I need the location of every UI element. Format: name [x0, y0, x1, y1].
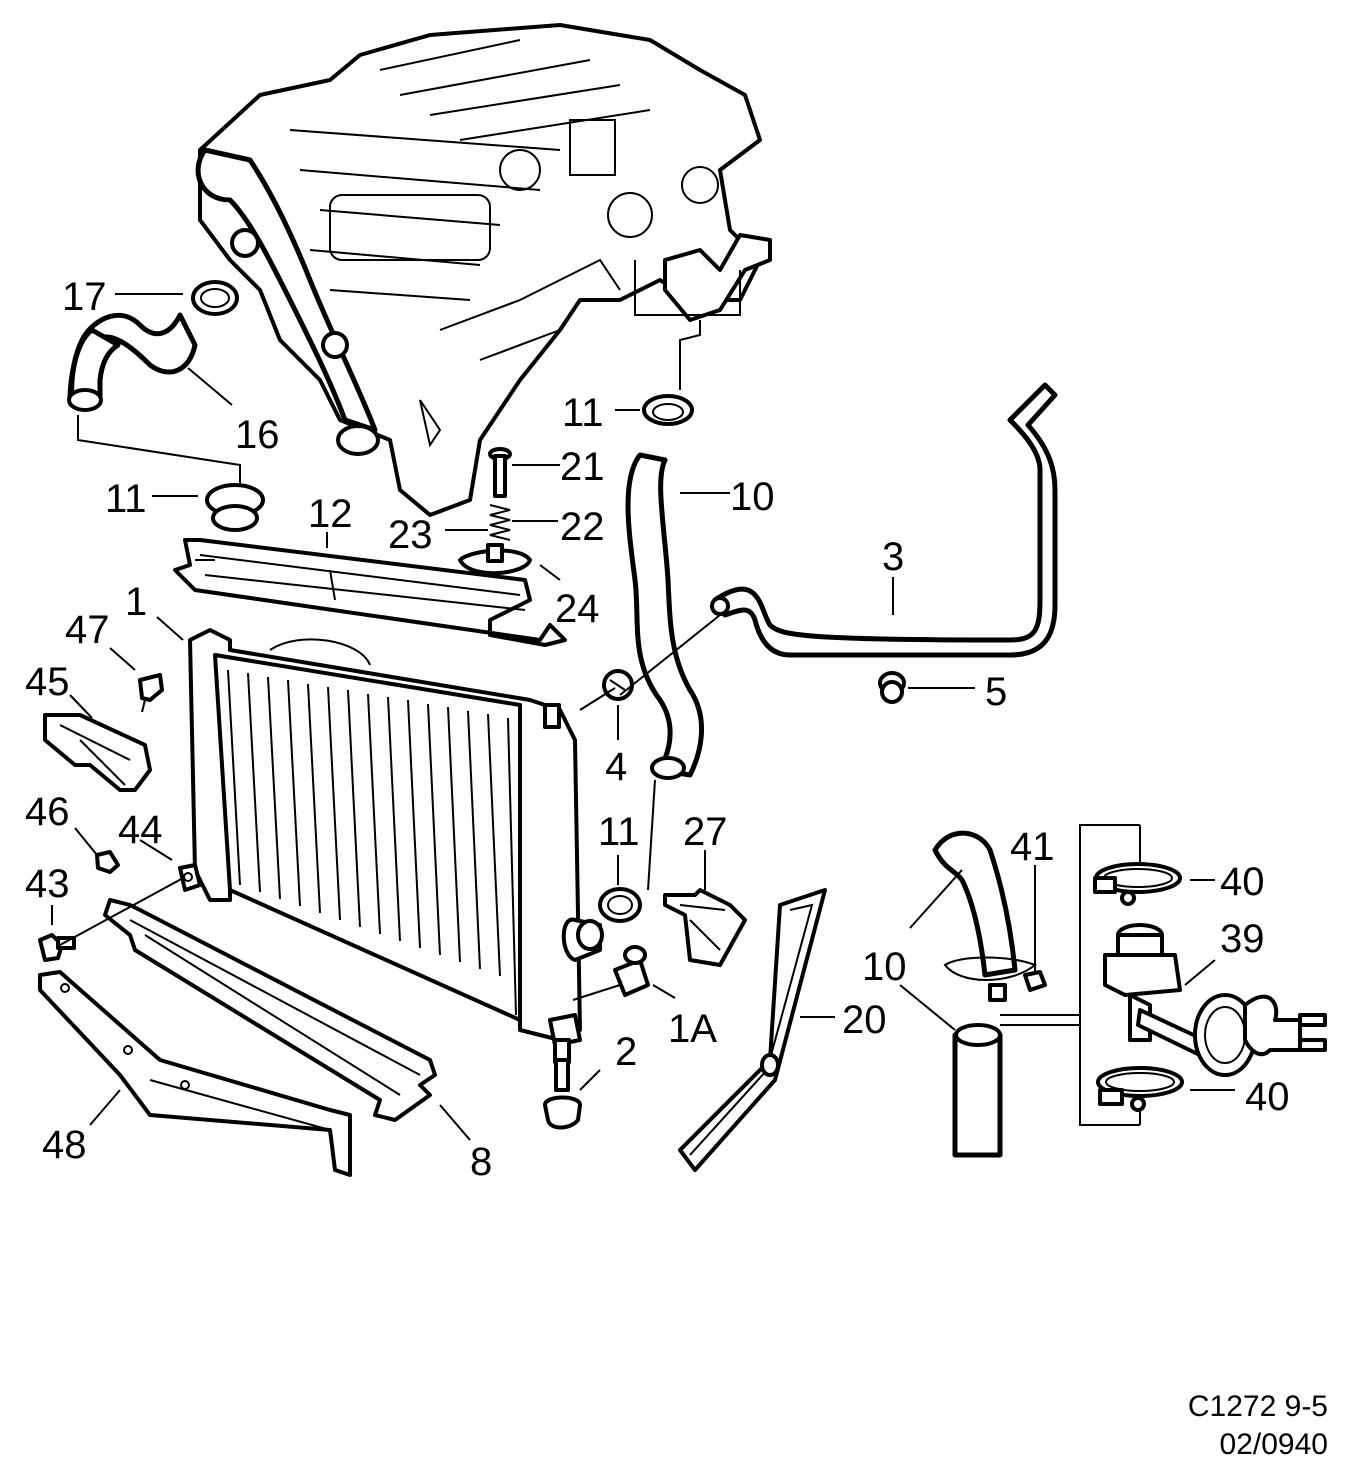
label-43: 43: [25, 862, 70, 906]
label-21: 21: [560, 445, 605, 489]
clamp-11-lower-drawing: [598, 887, 642, 923]
deflector-20-drawing: [678, 888, 827, 1172]
diagram-date: 02/0940: [1219, 1428, 1328, 1461]
label-1: 1: [125, 580, 147, 624]
crossmember-8-drawing: [103, 898, 437, 1122]
label-48: 48: [42, 1123, 87, 1167]
hose-16-drawing: [67, 312, 241, 485]
label-20: 20: [842, 998, 887, 1042]
clamp-40-upper-drawing: [1093, 862, 1182, 906]
clamp-17-drawing: [191, 280, 239, 316]
label-8: 8: [470, 1140, 492, 1184]
label-23: 23: [388, 513, 433, 557]
label-41: 41: [1010, 825, 1055, 869]
label-45: 45: [25, 660, 70, 704]
radiator-1-drawing: [188, 628, 604, 1064]
bracket-24-drawing: [458, 543, 532, 576]
label-22: 22: [560, 505, 605, 549]
clip-47-drawing: [138, 673, 164, 713]
bracket-48-drawing: [38, 970, 352, 1177]
pipe-3-drawing: [619, 382, 1058, 696]
diagram-code: C1272 9-5: [1187, 1390, 1328, 1423]
label-3: 3: [882, 535, 904, 579]
clamp-11-upper-drawing: [642, 394, 694, 426]
clamp-41-drawing: [988, 970, 1047, 1002]
label-16: 16: [235, 413, 280, 457]
leader-lines: [51, 293, 1235, 1141]
label-2: 2: [615, 1030, 637, 1074]
label-11-upper: 11: [562, 391, 604, 435]
nut-44-drawing: [178, 863, 202, 892]
label-40-upper: 40: [1220, 860, 1265, 904]
clamp-40-lower-drawing: [1096, 1066, 1184, 1112]
label-27: 27: [683, 810, 728, 854]
fitting-39-drawing: [1103, 923, 1327, 1077]
hose-10-detail-drawing: [932, 830, 1037, 1158]
shroud-12-drawing: [173, 538, 567, 647]
clamp-5-drawing: [878, 671, 906, 704]
bracket-27-drawing: [663, 888, 747, 967]
label-10-lower: 10: [862, 945, 907, 989]
engine-drawing: [195, 23, 772, 517]
label-40-lower: 40: [1245, 1075, 1290, 1119]
drain-plug-1a-drawing: [613, 945, 650, 997]
label-10-upper: 10: [730, 475, 775, 519]
label-4: 4: [605, 745, 627, 789]
bolt-21-drawing: [488, 447, 512, 498]
clip-46-drawing: [95, 850, 120, 874]
label-46: 46: [25, 790, 70, 834]
label-11-lower: 11: [598, 810, 640, 854]
label-12: 12: [308, 492, 353, 536]
label-47: 47: [65, 608, 110, 652]
label-1a: 1A: [668, 1007, 717, 1051]
hose-10-upper-drawing: [625, 452, 705, 891]
label-5: 5: [985, 670, 1007, 714]
bracket-45-drawing: [43, 713, 152, 792]
label-24: 24: [555, 587, 600, 631]
label-17: 17: [62, 275, 107, 319]
clamp-11-left-drawing: [205, 483, 265, 532]
part-labels: 17 16 11 11 21 10 12 23 22 3 1 24 47 45 …: [25, 275, 1290, 1184]
bolt-43-drawing: [38, 933, 76, 962]
clamp-4-drawing: [602, 669, 634, 701]
label-44: 44: [118, 808, 163, 852]
label-11-left: 11: [105, 477, 147, 521]
mount-2-drawing: [543, 1058, 582, 1130]
label-39: 39: [1220, 917, 1265, 961]
spring-22-drawing: [489, 504, 511, 541]
